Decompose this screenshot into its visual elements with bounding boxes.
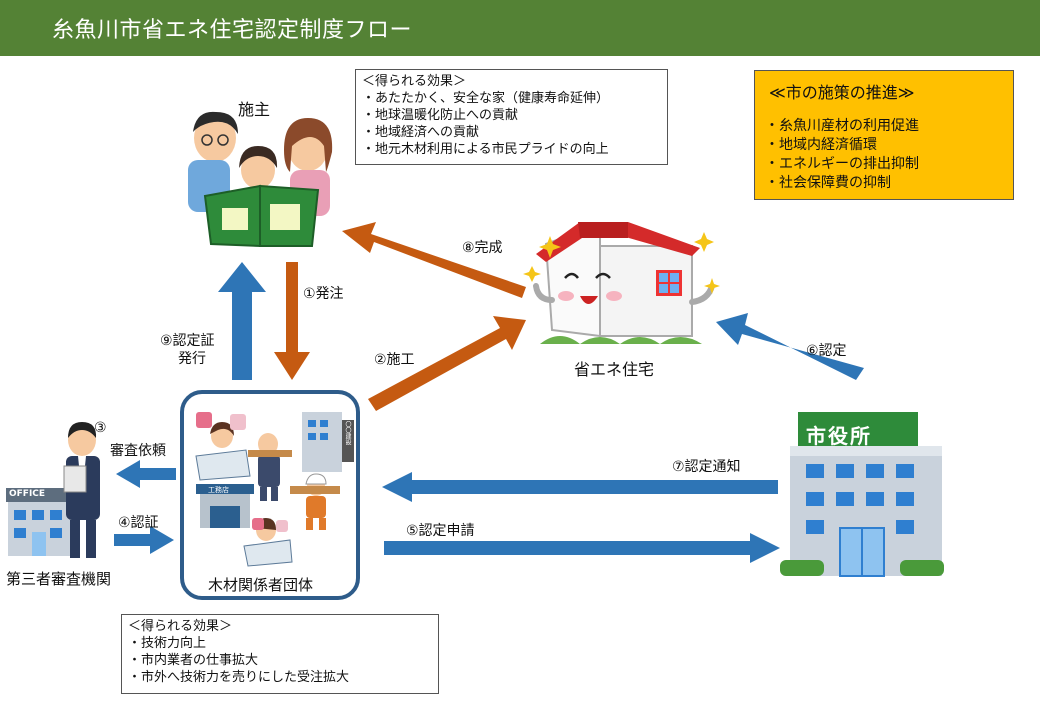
house-illustration bbox=[523, 222, 720, 344]
effects-group-item: ・市内業者の仕事拡大 bbox=[128, 653, 259, 668]
page-title: 糸魚川市省エネ住宅認定制度フロー bbox=[52, 18, 413, 43]
building-plate: 〇〇建設 bbox=[344, 421, 351, 445]
arrow-construction bbox=[368, 316, 526, 411]
policy-item: ・エネルギーの排出抑制 bbox=[765, 156, 919, 172]
effects-owner-item: ・地球温暖化防止への貢献 bbox=[362, 108, 519, 123]
city-hall-sign: 市役所 bbox=[806, 424, 872, 448]
arrow-certificate bbox=[218, 262, 266, 380]
house-label: 省エネ住宅 bbox=[574, 360, 655, 379]
effects-owner-item: ・地元木材利用による市民プライドの向上 bbox=[362, 142, 609, 157]
arrow-review-request bbox=[116, 460, 176, 488]
effects-owner-title: ＜得られる効果＞ bbox=[362, 74, 467, 89]
arrow-order bbox=[274, 262, 310, 380]
effects-owner-item: ・あたたかく、安全な家（健康寿命延伸） bbox=[362, 91, 610, 106]
arrow-certification bbox=[114, 526, 174, 554]
office-sign: OFFICE bbox=[9, 489, 46, 499]
family-illustration bbox=[188, 111, 333, 248]
policy-box: ≪市の施策の推進≫ ・糸魚川産材の利用促進 ・地域内経済循環 ・エネルギーの排出… bbox=[754, 70, 1014, 200]
step-order: ①発注 bbox=[303, 286, 344, 302]
arrow-complete bbox=[342, 222, 526, 298]
effects-group-item: ・市外へ技術力を売りにした受注拡大 bbox=[128, 670, 350, 685]
arrow-application bbox=[384, 533, 780, 563]
step-construction: ②施工 bbox=[374, 352, 415, 368]
step-certified: ⑥認定 bbox=[806, 343, 847, 359]
step-certification: ④認証 bbox=[118, 515, 159, 531]
step-application: ⑤認定申請 bbox=[406, 523, 475, 539]
effects-owner-item: ・地域経済への貢献 bbox=[362, 125, 480, 140]
owner-label: 施主 bbox=[238, 100, 271, 119]
step-certificate-line2: 発行 bbox=[178, 351, 206, 367]
inspector-illustration bbox=[6, 422, 100, 558]
policy-title: ≪市の施策の推進≫ bbox=[769, 83, 915, 102]
header-bar: 糸魚川市省エネ住宅認定制度フロー bbox=[0, 0, 1040, 56]
step-certificate-line1: ⑨認定証 bbox=[160, 333, 215, 349]
effects-box-owner: ＜得られる効果＞ ・あたたかく、安全な家（健康寿命延伸） ・地球温暖化防止への貢… bbox=[355, 69, 668, 165]
policy-item: ・社会保障費の抑制 bbox=[765, 175, 891, 191]
effects-group-item: ・技術力向上 bbox=[128, 636, 207, 651]
group-illustration bbox=[195, 412, 354, 567]
arrow-certified bbox=[716, 313, 864, 380]
city-hall-illustration bbox=[780, 412, 944, 577]
arrow-notice bbox=[382, 472, 778, 502]
step-complete: ⑧完成 bbox=[462, 240, 503, 256]
effects-box-group: ＜得られる効果＞ ・技術力向上 ・市内業者の仕事拡大 ・市外へ技術力を売りにした… bbox=[121, 614, 439, 694]
inspector-label: 第三者審査機関 bbox=[6, 570, 112, 588]
policy-item: ・糸魚川産材の利用促進 bbox=[765, 118, 919, 134]
policy-item: ・地域内経済循環 bbox=[765, 137, 877, 153]
shop-sign: 工務店 bbox=[208, 486, 229, 494]
step-review-request-text: 審査依頼 bbox=[110, 443, 166, 459]
effects-group-title: ＜得られる効果＞ bbox=[128, 619, 233, 634]
step-notice: ⑦認定通知 bbox=[672, 459, 741, 475]
group-label: 木材関係者団体 bbox=[208, 576, 314, 594]
step-review-request-num: ③ bbox=[94, 420, 107, 436]
